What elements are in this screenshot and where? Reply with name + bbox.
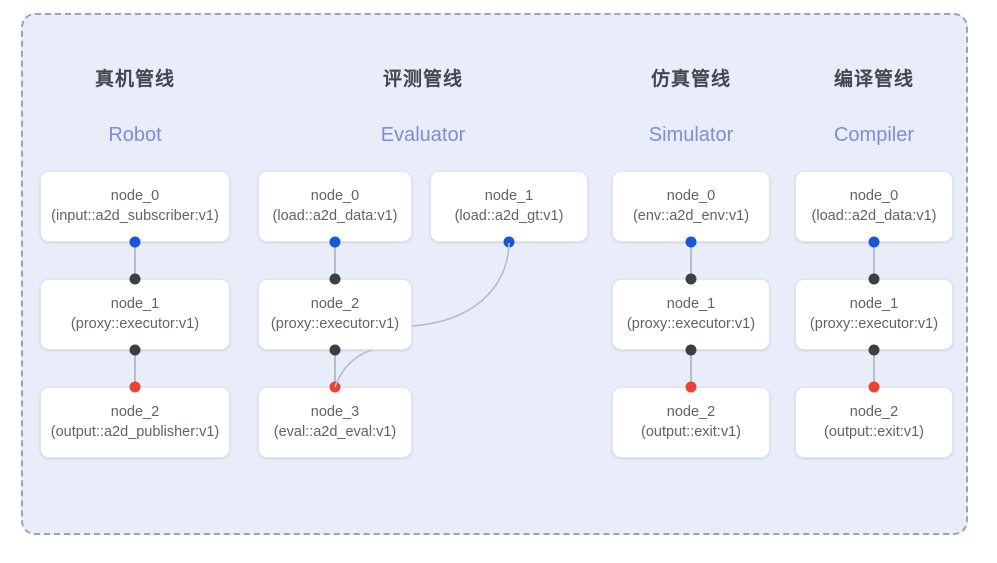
node-name: node_0 xyxy=(849,188,899,204)
node-name: node_1 xyxy=(666,296,716,312)
output-port-dot xyxy=(868,236,880,248)
node-box[interactable]: node_2 (output::a2d_publisher:v1) xyxy=(40,387,230,458)
node-type: (eval::a2d_eval:v1) xyxy=(273,424,397,440)
node-box[interactable]: node_2 (output::exit:v1) xyxy=(795,387,953,458)
node-type: (load::a2d_gt:v1) xyxy=(454,208,564,224)
edge-line xyxy=(690,242,692,279)
node-name: node_1 xyxy=(849,296,899,312)
node-type: (load::a2d_data:v1) xyxy=(811,208,937,224)
node-box[interactable]: node_0 (load::a2d_data:v1) xyxy=(258,171,412,242)
output-port-dot xyxy=(129,236,141,248)
column-subtitle-evaluator: Evaluator xyxy=(380,124,466,146)
input-port-dot xyxy=(685,381,697,393)
column-subtitle-simulator: Simulator xyxy=(648,124,734,146)
node-box[interactable]: node_0 (env::a2d_env:v1) xyxy=(612,171,770,242)
node-name: node_2 xyxy=(849,404,899,420)
node-box[interactable]: node_1 (load::a2d_gt:v1) xyxy=(430,171,588,242)
input-port-dot xyxy=(129,273,141,285)
node-name: node_2 xyxy=(110,404,160,420)
node-name: node_0 xyxy=(110,188,160,204)
node-name: node_2 xyxy=(310,296,360,312)
node-name: node_0 xyxy=(666,188,716,204)
node-type: (input::a2d_subscriber:v1) xyxy=(51,208,219,224)
node-type: (output::exit:v1) xyxy=(824,424,924,440)
column-subtitle-compiler: Compiler xyxy=(833,124,915,146)
node-type: (proxy::executor:v1) xyxy=(270,316,400,332)
node-box[interactable]: node_0 (input::a2d_subscriber:v1) xyxy=(40,171,230,242)
edge-line xyxy=(873,242,875,279)
node-box[interactable]: node_1 (proxy::executor:v1) xyxy=(612,279,770,350)
output-port-dot xyxy=(129,344,141,356)
column-title-robot: 真机管线 xyxy=(94,69,175,90)
node-type: (env::a2d_env:v1) xyxy=(632,208,750,224)
output-port-dot xyxy=(868,344,880,356)
node-name: node_0 xyxy=(310,188,360,204)
node-box[interactable]: node_0 (load::a2d_data:v1) xyxy=(795,171,953,242)
node-type: (load::a2d_data:v1) xyxy=(272,208,398,224)
output-port-dot xyxy=(685,344,697,356)
edge-line xyxy=(134,242,136,279)
column-title-compiler: 编译管线 xyxy=(833,69,914,90)
node-name: node_2 xyxy=(666,404,716,420)
node-box[interactable]: node_2 (output::exit:v1) xyxy=(612,387,770,458)
edge-line xyxy=(334,242,336,279)
output-port-dot xyxy=(329,236,341,248)
node-type: (proxy::executor:v1) xyxy=(626,316,756,332)
output-port-dot xyxy=(503,236,515,248)
node-type: (output::exit:v1) xyxy=(641,424,741,440)
column-title-evaluator: 评测管线 xyxy=(382,69,463,90)
node-name: node_1 xyxy=(110,296,160,312)
column-subtitle-robot: Robot xyxy=(108,124,162,146)
node-type: (proxy::executor:v1) xyxy=(70,316,200,332)
input-port-dot xyxy=(129,381,141,393)
input-port-dot xyxy=(868,273,880,285)
node-type: (output::a2d_publisher:v1) xyxy=(50,424,220,440)
column-title-simulator: 仿真管线 xyxy=(650,69,731,90)
input-port-dot xyxy=(329,273,341,285)
output-port-dot xyxy=(685,236,697,248)
node-name: node_3 xyxy=(310,404,360,420)
edge-line xyxy=(134,350,136,387)
node-type: (proxy::executor:v1) xyxy=(809,316,939,332)
node-box[interactable]: node_1 (proxy::executor:v1) xyxy=(40,279,230,350)
edge-line xyxy=(690,350,692,387)
input-port-dot xyxy=(329,381,341,393)
node-name: node_1 xyxy=(484,188,534,204)
node-box[interactable]: node_3 (eval::a2d_eval:v1) xyxy=(258,387,412,458)
input-port-dot xyxy=(685,273,697,285)
node-box[interactable]: node_1 (proxy::executor:v1) xyxy=(795,279,953,350)
input-port-dot xyxy=(868,381,880,393)
edge-line xyxy=(873,350,875,387)
output-port-dot xyxy=(329,344,341,356)
node-box[interactable]: node_2 (proxy::executor:v1) xyxy=(258,279,412,350)
